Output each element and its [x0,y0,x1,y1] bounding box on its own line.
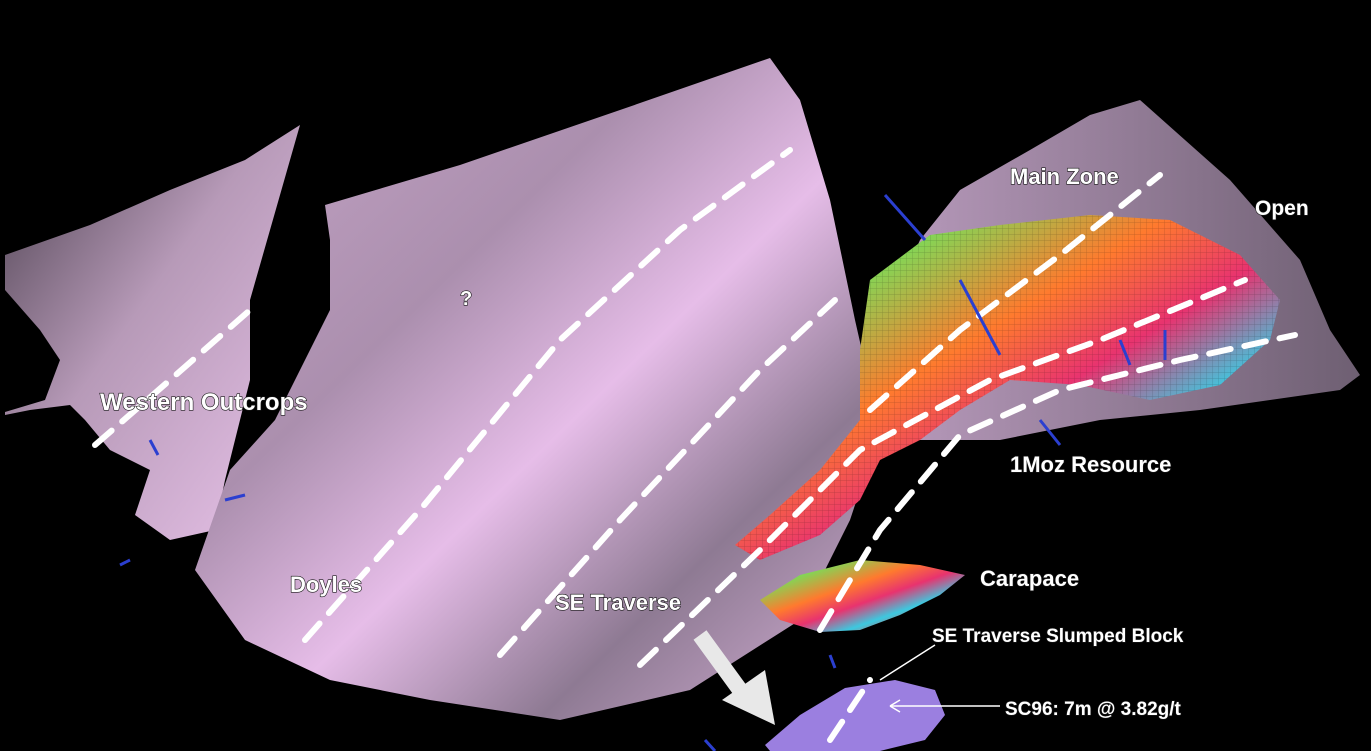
trend-line-central-2 [497,297,838,658]
drillhole [1118,339,1132,366]
label-carapace: Carapace [980,566,1079,591]
drillhole [119,558,131,567]
drillhole [883,194,927,241]
drillhole [148,439,160,456]
trend-line-slumped [827,677,873,743]
trend-line-east-1 [867,172,1163,413]
central-surface [195,58,880,720]
drillhole [703,738,717,751]
western-outcrops-surface [5,125,300,540]
drillhole [958,279,1002,356]
slumped-block [765,680,945,751]
trend-line-east-3 [817,332,1298,633]
label-main-zone: Main Zone [1010,164,1119,189]
trend-line-east-2 [637,277,1248,668]
label-sc96: SC96: 7m @ 3.82g/t [1005,699,1182,720]
slumped-block-pointer [879,644,936,681]
resource-orebody-grid [735,215,1280,560]
drillholes [119,194,1167,751]
drillhole [1038,419,1062,446]
label-question: ? [460,288,472,310]
drillhole [828,654,837,669]
trend-line-west [92,307,253,448]
pointer-lines [879,644,1000,713]
label-western-outcrops: Western Outcrops [100,389,308,416]
trend-line-central-1 [302,147,793,643]
label-doyles: Doyles [290,572,362,597]
label-slumped-block: SE Traverse Slumped Block [932,626,1184,647]
carapace-orebody [760,560,965,632]
label-se-traverse: SE Traverse [555,590,681,615]
label-resource: 1Moz Resource [1010,452,1171,477]
slump-arrow [693,630,775,725]
western-outcrops-cavity [5,290,60,412]
drillhole [224,493,246,502]
trend-lines [92,147,1298,743]
label-open: Open [1255,197,1309,220]
